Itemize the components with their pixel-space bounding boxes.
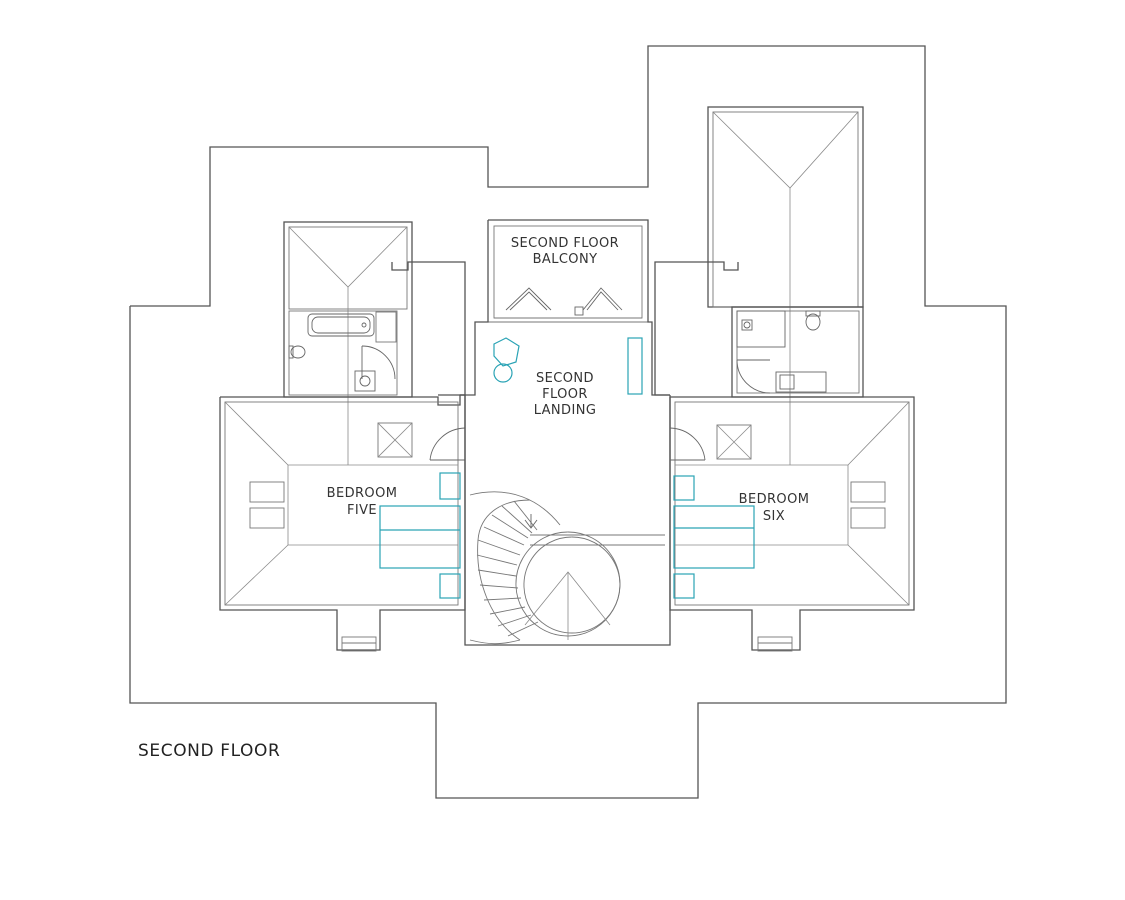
landing-label-line-3: LANDING (534, 403, 597, 418)
bedroom-six-furniture (673, 475, 755, 599)
landing-label-line-1: SECOND (536, 371, 594, 386)
bedroom-five-furniture (379, 472, 461, 599)
balcony-label-line-2: BALCONY (533, 252, 598, 267)
centre (460, 219, 671, 646)
balcony-label-line-1: SECOND FLOOR (511, 236, 619, 251)
bedroom-five-label-line-2: FIVE (347, 503, 377, 518)
bedroom-five-label-line-1: BEDROOM (327, 486, 398, 501)
bedroom-six-label-line-1: BEDROOM (739, 492, 810, 507)
left-wing (219, 221, 466, 652)
right-wing (654, 106, 915, 652)
floor-title: SECOND FLOOR (138, 741, 280, 761)
outer-outline (129, 45, 1007, 799)
bedroom-six-label-line-2: SIX (763, 509, 785, 524)
landing-label-line-2: FLOOR (542, 387, 588, 402)
